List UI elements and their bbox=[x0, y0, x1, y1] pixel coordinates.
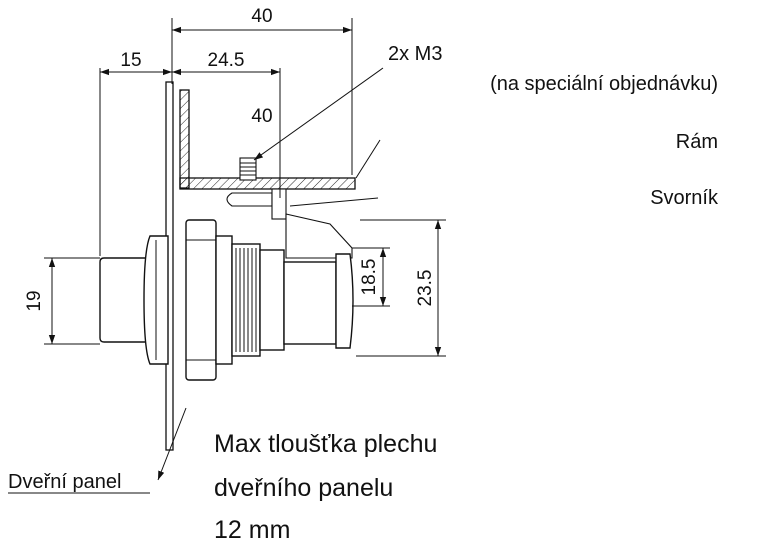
note-line-1: Max tloušťka plechu bbox=[214, 430, 437, 458]
note-line-2: dveřního panelu bbox=[214, 474, 393, 502]
leader-lines bbox=[8, 67, 384, 494]
label-screws-note: (na speciální objednávku) bbox=[490, 73, 718, 95]
label-door-panel: Dveřní panel bbox=[8, 471, 121, 493]
label-frame: Rám bbox=[676, 131, 718, 153]
label-bolt: Svorník bbox=[650, 187, 719, 209]
dim-body-height: 19 bbox=[24, 290, 45, 311]
dim-bracket-offset: 24.5 bbox=[208, 50, 245, 71]
frame-bracket bbox=[179, 89, 356, 190]
dim-overall-width: 40 bbox=[251, 6, 272, 27]
dim-shaft-inner: 18.5 bbox=[359, 259, 380, 296]
dim-panel-offset: 15 bbox=[120, 50, 141, 71]
dimension-lines bbox=[44, 18, 446, 357]
label-screws: 2x M3 bbox=[388, 43, 442, 65]
bolt-clamp bbox=[226, 188, 353, 259]
dim-bracket-height: 40 bbox=[251, 106, 272, 127]
note-line-3: 12 mm bbox=[214, 516, 290, 544]
m3-screw bbox=[239, 157, 257, 181]
lock-body bbox=[99, 219, 354, 381]
dim-shaft-outer: 23.5 bbox=[415, 270, 436, 307]
